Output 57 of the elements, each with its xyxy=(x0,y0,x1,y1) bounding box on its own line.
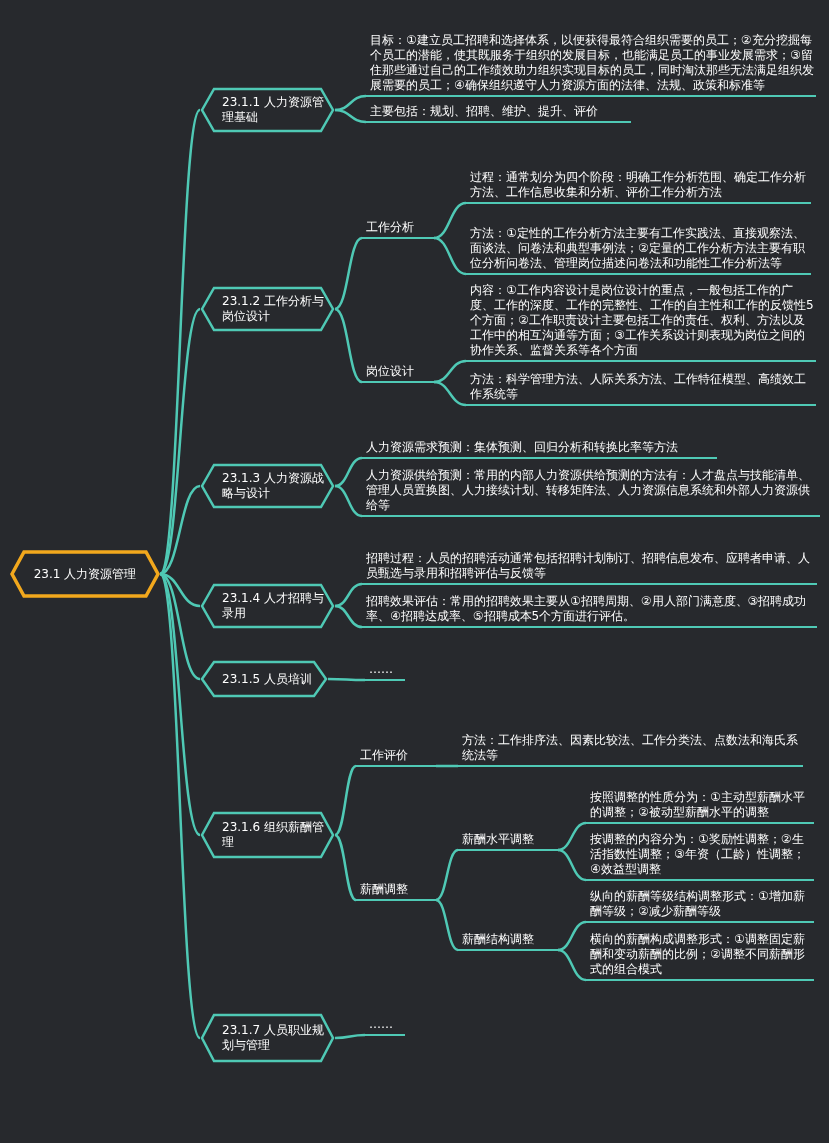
branch-line xyxy=(334,604,363,629)
branch-text: 工作分析 xyxy=(362,220,434,240)
branch-text: 薪酬调整 xyxy=(356,882,436,902)
branch-text: 人力资源需求预测：集体预测、回归分析和转换比率等方法 xyxy=(362,440,717,460)
branch-line xyxy=(433,359,467,384)
branch-text: 工作评价 xyxy=(356,748,436,768)
branch-text: 过程：通常划分为四个阶段：明确工作分析范围、确定工作分析方法、工作信息收集和分析、评价工作分析方法 xyxy=(466,170,811,205)
branch-line xyxy=(557,848,587,882)
branch-text: 纵向的薪酬等级结构调整形式：①增加薪酬等级；②减少薪酬等级 xyxy=(586,889,814,924)
branch-line xyxy=(334,456,363,488)
branch-line xyxy=(334,307,363,384)
branch-line xyxy=(334,484,363,518)
topic-label: 23.1.6 组织薪酬管理 xyxy=(222,820,325,850)
topic-label: 23.1.7 人员职业规划与管理 xyxy=(222,1023,325,1053)
branch-text: 招聘效果评估：常用的招聘效果主要从①招聘周期、②用人部门满意度、③招聘成功率、④招聘达成率、⑤招聘成本5个方面进行评估。 xyxy=(362,594,817,629)
branch-line xyxy=(557,948,587,982)
branch-text: 横向的薪酬构成调整形式：①调整固定薪酬和变动薪酬的比例；②调整不同薪酬形式的组合模式 xyxy=(586,932,814,982)
branch-line xyxy=(435,848,459,902)
branch-line xyxy=(158,109,202,575)
branch-text: 按照调整的性质分为：①主动型薪酬水平的调整；②被动型薪酬水平的调整 xyxy=(586,790,814,825)
branch-line xyxy=(334,1033,366,1040)
branch-line xyxy=(334,764,357,837)
branch-text: 主要包括：规划、招聘、维护、提升、评价 xyxy=(366,104,631,124)
branch-text: …… xyxy=(365,1017,405,1037)
branch-text: 方法：①定性的工作分析方法主要有工作实践法、直接观察法、面谈法、问卷法和典型事例法；②定量的工作分析方法主要有职位分析问卷法、管理岗位描述问卷法和功能性工作分析法等 xyxy=(466,226,811,276)
branch-text: 方法：工作排序法、因素比较法、工作分类法、点数法和海氏系统法等 xyxy=(458,733,803,768)
branch-text: 人力资源供给预测：常用的内部人力资源供给预测的方法有：人才盘点与技能清单、管理人员置换图、人力接续计划、转移矩阵法、人力资源信息系统和外部人力资源供给等 xyxy=(362,468,820,518)
branch-text: 方法：科学管理方法、人际关系方法、工作特征模型、高绩效工作系统等 xyxy=(466,372,816,407)
branch-line xyxy=(334,236,363,311)
branch-line xyxy=(433,380,467,407)
branch-line xyxy=(433,236,467,276)
branch-line xyxy=(436,764,458,768)
branch-text: 目标：①建立员工招聘和选择体系，以便获得最符合组织需要的员工；②充分挖掘每个员工的潜能，使其既服务于组织的发展目标，也能满足员工的事业发展需求；③留住那些通过自己的工作绩效助力组织实现目标的员工，同时淘汰那些无法满足组织发展需要的员工；④确保组织遵守人力资源方面的法律、法规、政策和标准等 xyxy=(366,33,816,98)
branch-line xyxy=(334,108,367,124)
branch-text: 按调整的内容分为：①奖励性调整；②生活指数性调整；③年资（工龄）性调整；④效益型调整 xyxy=(586,832,814,882)
branch-line xyxy=(328,677,365,682)
topic-label: 23.1.3 人力资源战略与设计 xyxy=(222,471,325,501)
topic-label: 23.1 人力资源管理 xyxy=(32,566,138,582)
branch-line xyxy=(334,94,367,112)
branch-line xyxy=(433,201,467,240)
branch-line xyxy=(334,833,357,902)
branch-text: 内容：①工作内容设计是岗位设计的重点，一般包括工作的广度、工作的深度、工作的完整性、工作的自主性和工作的反馈性5个方面；②工作职责设计主要包括工作的责任、权利、方法以及工作中的相互沟通等方面；③工作关系设计则表现为岗位之间的协作关系、监督关系等各个方面 xyxy=(466,283,816,363)
topic-label: 23.1.1 人力资源管理基础 xyxy=(222,95,325,125)
branch-line xyxy=(158,573,202,1039)
branch-line xyxy=(557,821,587,852)
topic-label: 23.1.4 人才招聘与录用 xyxy=(222,591,325,621)
branch-text: 招聘过程：人员的招聘活动通常包括招聘计划制订、招聘信息发布、应聘者申请、人员甄选与录用和招聘评估与反馈等 xyxy=(362,551,817,586)
branch-text: 薪酬水平调整 xyxy=(458,832,558,852)
topic-label: 23.1.5 人员培训 xyxy=(222,671,313,687)
branch-line xyxy=(334,582,363,608)
branch-text: …… xyxy=(365,662,405,682)
topic-label: 23.1.2 工作分析与岗位设计 xyxy=(222,294,325,324)
branch-line xyxy=(435,898,459,952)
branch-text: 薪酬结构调整 xyxy=(458,932,558,952)
branch-line xyxy=(159,308,201,575)
branch-text: 岗位设计 xyxy=(362,364,434,384)
branch-line xyxy=(557,920,587,952)
